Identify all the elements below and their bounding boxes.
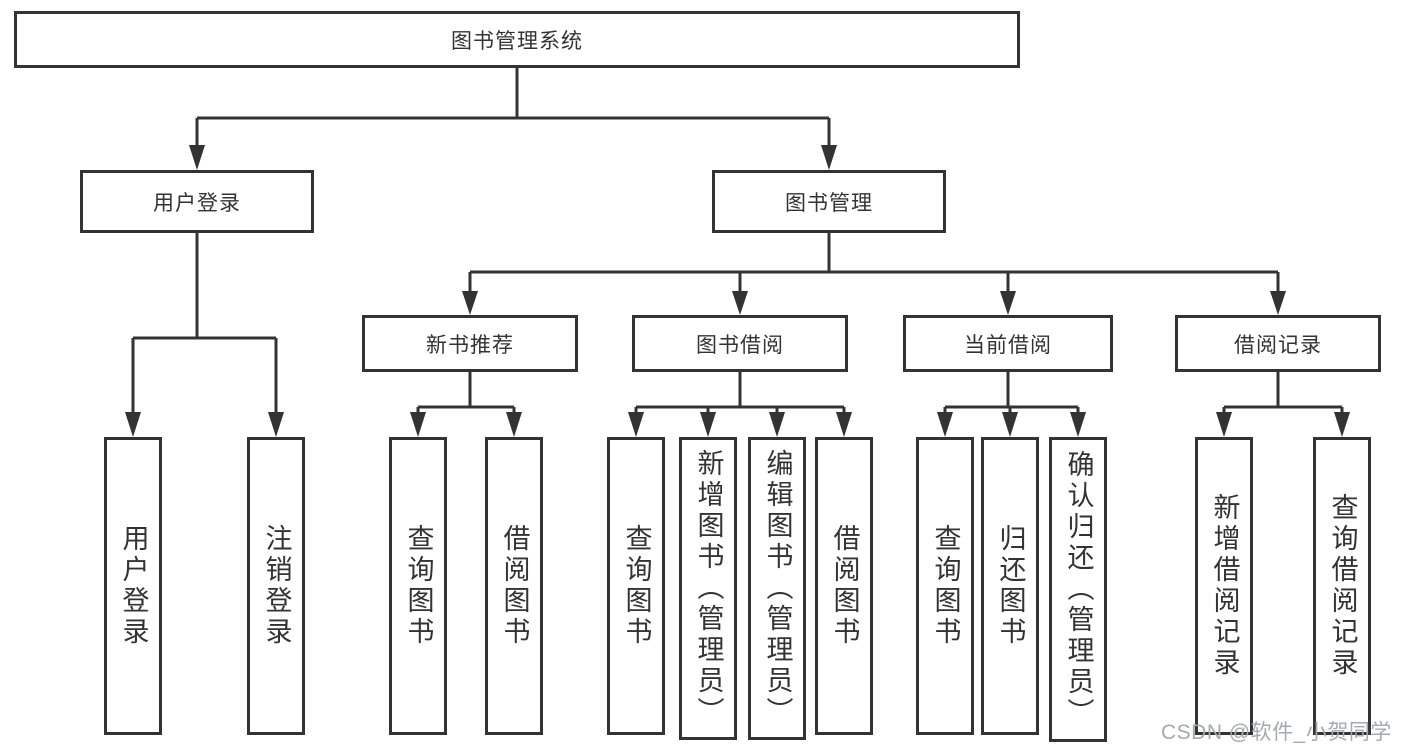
node-book-borrow: 图书借阅 [632,315,848,372]
node-new-book-recommend: 新书推荐 [362,315,578,372]
node-book-management-label: 图书管理 [785,191,873,215]
node-user-login: 用户登录 [80,170,314,233]
node-return-books: 归还图书 [981,437,1039,735]
node-query-books-current: 查询图书 [916,437,974,735]
node-borrow-records-label: 借阅记录 [1234,333,1322,357]
node-add-borrow-record: 新增借阅记录 [1195,437,1253,735]
node-query-borrow-record: 查询借阅记录 [1313,437,1371,735]
csdn-watermark: CSDN @软件_小贺同学 [1161,721,1392,744]
node-book-borrow-label: 图书借阅 [696,333,784,357]
node-add-books-admin: 新增图书（管理员） [679,437,737,740]
node-book-management: 图书管理 [712,170,946,233]
node-edit-books-admin: 编辑图书（管理员） [748,437,806,740]
node-logout-action: 注销登录 [247,437,305,735]
node-current-borrow-label: 当前借阅 [964,333,1052,357]
node-query-books-recommend: 查询图书 [389,437,447,735]
node-confirm-return-admin: 确认归还（管理员） [1049,437,1107,742]
node-borrow-books: 借阅图书 [815,437,873,735]
node-root: 图书管理系统 [14,11,1020,68]
node-current-borrow: 当前借阅 [903,315,1113,372]
node-borrow-records: 借阅记录 [1175,315,1381,372]
node-borrow-books-recommend: 借阅图书 [485,437,543,735]
node-user-login-action: 用户登录 [104,437,162,735]
node-query-books-borrow: 查询图书 [607,437,665,735]
node-user-login-label: 用户登录 [153,191,241,215]
node-new-book-recommend-label: 新书推荐 [426,333,514,357]
node-root-label: 图书管理系统 [451,29,583,53]
